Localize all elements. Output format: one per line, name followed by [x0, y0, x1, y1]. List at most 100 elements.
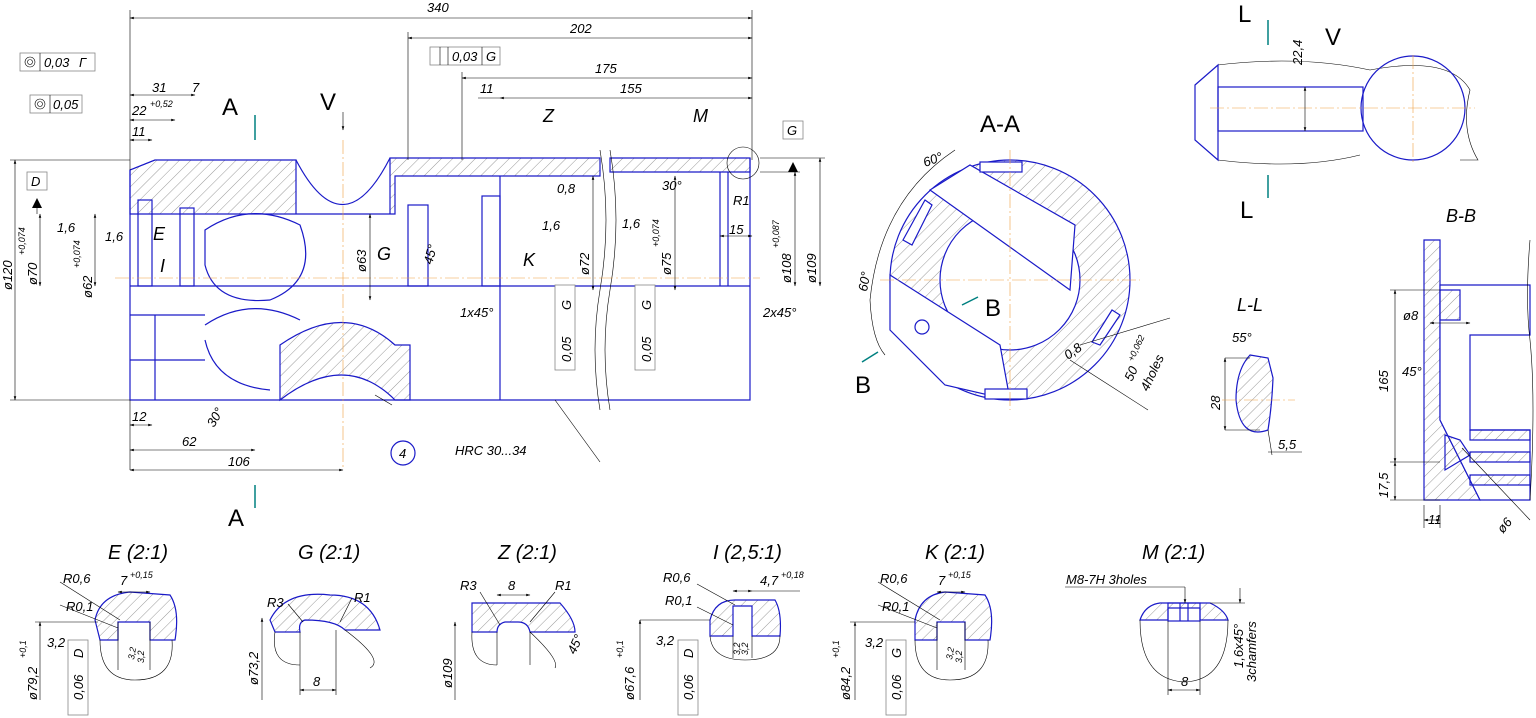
- detail-k-dia: ø84,2: [838, 666, 853, 700]
- section-ll-dim-5-5: 5,5: [1278, 437, 1297, 452]
- svg-text:0,05: 0,05: [53, 97, 79, 112]
- section-bb-mark-1: [961, 296, 979, 306]
- dia-109: ø109: [804, 253, 819, 283]
- svg-text:G: G: [486, 49, 496, 64]
- section-bb-dim-11: 11: [1428, 512, 1442, 527]
- detail-i-title: I (2,5:1): [713, 542, 782, 564]
- svg-text:0,05: 0,05: [639, 336, 654, 362]
- dia-62: ø62: [80, 275, 95, 298]
- section-ll-dim-28: 28: [1208, 395, 1223, 411]
- section-bb-dim-17-5: 17,5: [1376, 472, 1391, 498]
- detail-e-roughness-b: 3,2: [136, 650, 146, 663]
- dim-7: 7: [192, 80, 200, 95]
- detail-z-r1: R1: [555, 578, 572, 593]
- detail-k-dia-tol: +0,1: [831, 640, 841, 658]
- dim-15: 15: [729, 222, 744, 237]
- svg-text:Г: Г: [79, 55, 87, 70]
- section-bb-mark-2: [861, 351, 879, 363]
- detail-k-datum: G: [889, 648, 904, 658]
- section-ll-title: L-L: [1237, 295, 1263, 315]
- main-dimension-lines: [10, 10, 825, 472]
- detail-e-width: 7: [120, 573, 128, 588]
- detail-i: I (2,5:1) R0,6 R0,1 4,7 +0,18 3,2 3,2 3,…: [615, 542, 804, 716]
- gdt-frame-003-gamma: 0,03 Г: [19, 52, 96, 72]
- detail-k-r01: R0,1: [882, 599, 909, 614]
- detail-m-thread: M8-7H 3holes: [1066, 572, 1147, 587]
- svg-text:G: G: [787, 123, 797, 138]
- detail-g-width: 8: [313, 674, 321, 689]
- dim-11-a: 11: [132, 124, 146, 139]
- detail-e-width-tol: +0,15: [130, 570, 154, 580]
- svg-text:0,03: 0,03: [44, 55, 70, 70]
- section-bb-label-2: B: [855, 372, 871, 399]
- detail-g-title: G (2:1): [298, 542, 360, 564]
- angle-30-b: 30°: [662, 178, 682, 193]
- dim-155: 155: [620, 81, 642, 96]
- detail-i-roughness-a: 3,2: [656, 633, 675, 648]
- dim-340: 340: [427, 0, 449, 15]
- detail-i-dia: ø67,6: [622, 666, 637, 700]
- detail-mark-i: I: [160, 256, 165, 276]
- section-bb-dia-8: ø8: [1403, 308, 1419, 323]
- section-ll: L-L 55° 28 5,5: [1208, 295, 1302, 456]
- detail-g-r3: R3: [267, 595, 284, 610]
- main-outline: [129, 157, 751, 401]
- datum-g: G: [782, 120, 804, 172]
- chamfer-2x45: 2x45°: [762, 305, 796, 320]
- dia-75: ø75: [659, 252, 674, 275]
- chamfer-1x45: 1x45°: [460, 305, 493, 320]
- section-aa-title: A-A: [980, 111, 1020, 138]
- gdt-frame-005-g-2: 0,05 G: [634, 284, 656, 371]
- dia-75-tol: +0,074: [651, 219, 661, 247]
- detail-m-chamfer: 1,6x45°: [1231, 624, 1246, 668]
- main-grooves: [137, 172, 729, 400]
- detail-z-title: Z (2:1): [497, 542, 557, 564]
- dia-72: ø72: [577, 252, 592, 275]
- detail-k-width-tol: +0,15: [948, 570, 972, 580]
- detail-z: Z (2:1) R3 8 R1 ø109 45°: [440, 542, 586, 700]
- detail-m-width: 8: [1181, 674, 1189, 689]
- detail-k-roughness-c: 3,2: [944, 646, 956, 660]
- dim-12: 12: [132, 409, 147, 424]
- detail-i-width: 4,7: [760, 573, 779, 588]
- detail-i-r06: R0,6: [663, 570, 691, 585]
- dim-202: 202: [569, 21, 592, 36]
- detail-e-datum: D: [71, 649, 86, 658]
- detail-mark-g: G: [377, 244, 391, 264]
- section-aa: A-A 60° 60° B B 0,8 50 +0,062 4holes: [855, 111, 1171, 411]
- section-a-bottom-label: A: [228, 505, 244, 532]
- main-upper-wall: [129, 157, 601, 215]
- view-v-title: V: [1325, 24, 1341, 51]
- section-aa-hole-dim: 50: [1121, 363, 1141, 383]
- dim-31: 31: [152, 80, 166, 95]
- detail-i-tolerance: 0,06: [681, 674, 696, 700]
- angle-30-a: 30°: [204, 405, 227, 430]
- detail-e-dia-tol: +0,1: [18, 640, 28, 658]
- detail-i-width-tol: +0,18: [781, 570, 804, 580]
- main-left-boss: [130, 314, 205, 400]
- gdt-frame-005: 0,05: [29, 94, 83, 114]
- section-bb-title: B-B: [1446, 206, 1476, 226]
- balloon-4: [390, 440, 416, 466]
- svg-text:0,03: 0,03: [452, 49, 478, 64]
- roughness-1-6-a: 1,6: [57, 220, 76, 235]
- section-bb-dim-165: 165: [1376, 370, 1391, 392]
- main-view: 0,03 Г 0,05 0,03 G 0,05 G 0,05 G: [0, 0, 825, 532]
- svg-text:G: G: [639, 300, 654, 310]
- dim-175: 175: [595, 61, 617, 76]
- dim-106: 106: [228, 454, 250, 469]
- dia-70-tol: +0,074: [17, 227, 27, 255]
- datum-d: D: [26, 171, 48, 214]
- main-slot-upper: [204, 213, 307, 302]
- section-bb-label-1: B: [985, 295, 1001, 322]
- dia-70: ø70: [25, 262, 40, 285]
- gdt-frame-003-g: 0,03 G: [429, 46, 501, 66]
- detail-k-roughness-b: 3,2: [954, 650, 964, 663]
- roughness-1-6-c: 1,6: [542, 218, 561, 233]
- view-v-label: V: [320, 89, 336, 116]
- dia-63: ø63: [354, 249, 369, 272]
- dia-108-tol: +0,087: [771, 219, 781, 248]
- view-v: L L V 22,4: [1194, 1, 1479, 224]
- detail-mark-m: M: [693, 106, 708, 126]
- dia-120: ø120: [0, 260, 15, 290]
